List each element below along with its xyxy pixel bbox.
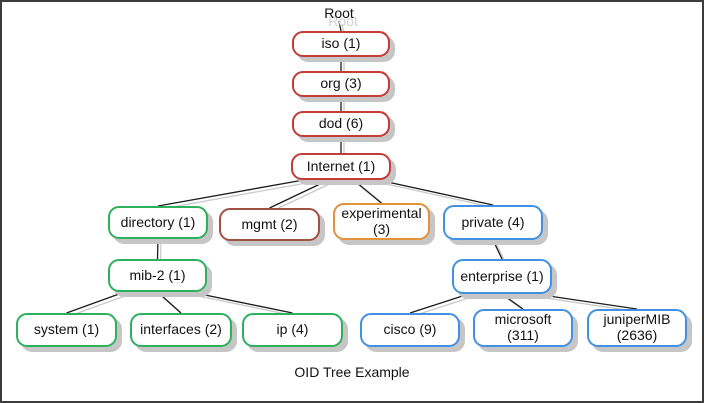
- node-enterprise: enterprise (1): [452, 259, 552, 294]
- edge-internet-experimental: [353, 179, 382, 204]
- edge-enterprise-microsoft: [501, 293, 524, 310]
- node-mgmt-label-line: mgmt (2): [241, 215, 298, 232]
- edge-directory-mib2-shadow: [159, 241, 162, 263]
- node-dod-label-line: dod (6): [318, 115, 364, 132]
- node-system-label-line: system (1): [33, 321, 100, 338]
- edge-internet-directory: [157, 179, 304, 207]
- node-root-ghost-shadow: Root: [328, 12, 358, 29]
- node-mib2-label-line: mib-2 (1): [129, 266, 186, 283]
- node-org: org (3): [292, 71, 390, 97]
- node-dod: dod (6): [292, 111, 390, 137]
- edge-directory-mib2: [156, 238, 159, 260]
- edge-enterprise-cisco: [409, 293, 469, 314]
- edge-internet-private: [378, 179, 494, 206]
- node-experimental: experimental(3): [333, 203, 430, 240]
- node-private: private (4): [443, 205, 543, 240]
- edge-internet-mgmt: [269, 179, 329, 209]
- edge-mib2-interfaces: [157, 291, 182, 314]
- node-enterprise-label-line: enterprise (1): [460, 267, 544, 284]
- edge-private-enterprise: [492, 239, 503, 260]
- edge-root-iso: [338, 20, 342, 32]
- node-system: system (1): [16, 313, 117, 347]
- node-private-label-line: private (4): [461, 213, 525, 230]
- node-junipermib-label-line: juniperMIB: [603, 311, 671, 328]
- edge-enterprise-cisco-shadow: [412, 296, 472, 317]
- node-cisco-label-line: cisco (9): [383, 321, 437, 338]
- diagram-caption: OID Tree Example: [294, 364, 410, 380]
- node-interfaces-label-line: interfaces (2): [140, 321, 222, 338]
- node-iso-label-line: iso (1): [321, 35, 361, 52]
- edge-private-enterprise-shadow: [495, 242, 506, 263]
- node-microsoft: microsoft(311): [473, 309, 573, 347]
- node-experimental-label-line: experimental: [341, 204, 422, 221]
- node-interfaces: interfaces (2): [130, 313, 232, 347]
- node-ip-label-line: ip (4): [276, 321, 309, 338]
- edge-internet-private-shadow: [381, 182, 497, 209]
- node-junipermib-label-line: (2636): [616, 327, 658, 343]
- edge-mib2-system-shadow: [69, 294, 128, 317]
- node-mgmt: mgmt (2): [219, 208, 320, 241]
- edge-mib2-ip: [190, 291, 293, 314]
- node-directory: directory (1): [108, 206, 208, 239]
- node-ip: ip (4): [242, 313, 343, 347]
- node-directory-label-line: directory (1): [120, 213, 196, 230]
- node-microsoft-label-line: (311): [507, 327, 539, 343]
- node-iso: iso (1): [292, 31, 390, 57]
- node-mib2: mib-2 (1): [108, 259, 207, 292]
- node-internet-label-line: Internet (1): [306, 157, 376, 174]
- node-cisco: cisco (9): [360, 313, 460, 347]
- node-microsoft-label-line: microsoft: [494, 311, 552, 328]
- node-root-label: Root: [324, 4, 354, 21]
- node-experimental-label-line: (3): [372, 220, 391, 237]
- edge-mib2-ip-shadow: [193, 294, 296, 317]
- node-junipermib: juniperMIB(2636): [587, 309, 687, 347]
- node-org-label-line: org (3): [320, 75, 362, 92]
- edge-internet-directory-shadow: [160, 182, 307, 210]
- node-internet: Internet (1): [291, 153, 391, 180]
- edge-enterprise-junipermib: [535, 293, 638, 310]
- edge-internet-mgmt-shadow: [272, 182, 332, 212]
- edge-mib2-system: [66, 291, 125, 314]
